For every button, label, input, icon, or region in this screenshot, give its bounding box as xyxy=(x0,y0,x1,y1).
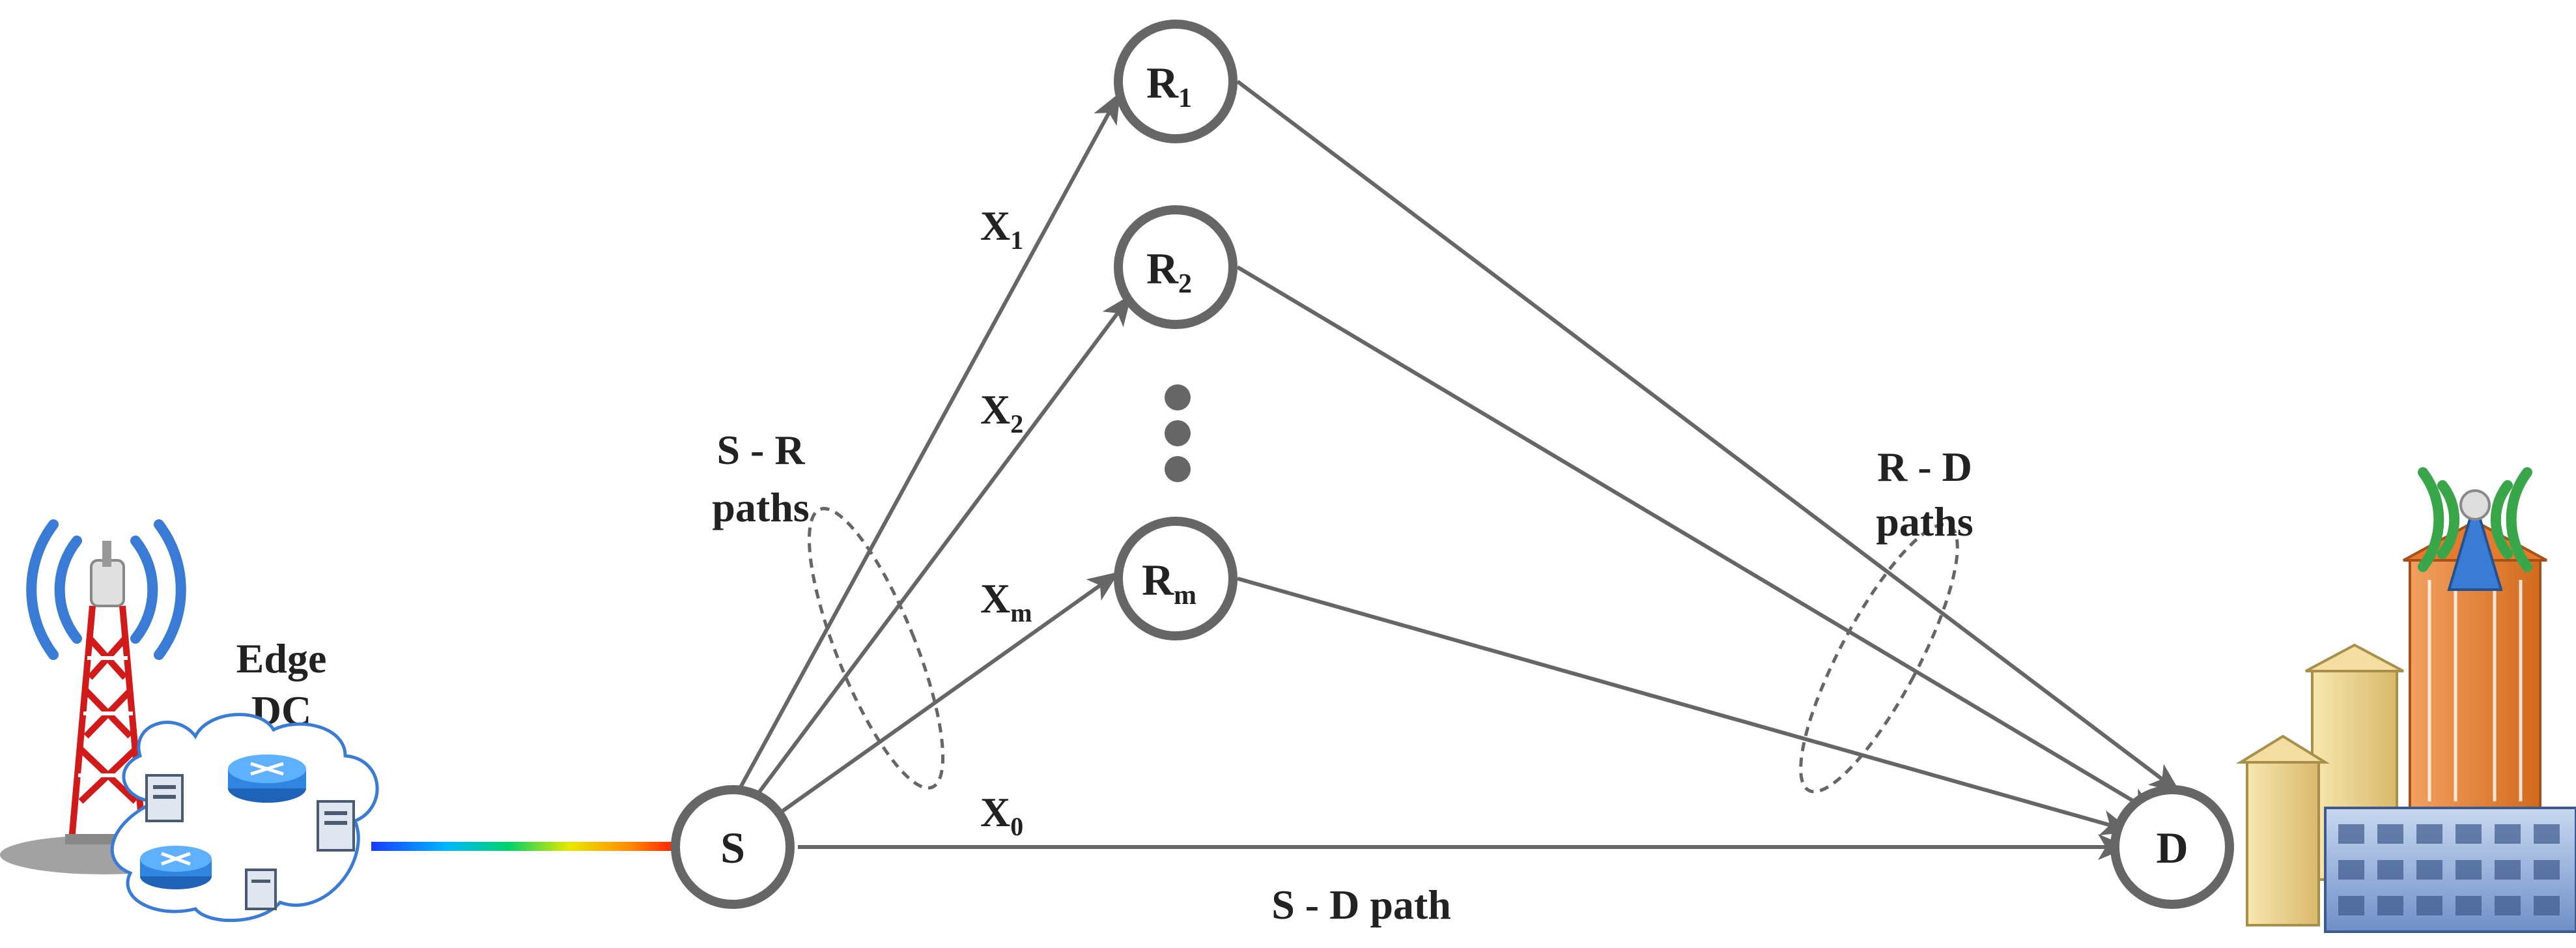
radio-waves xyxy=(26,519,186,660)
node-rm-label: Rm xyxy=(1142,555,1196,610)
ellipsis-dot xyxy=(1165,456,1191,482)
sr-paths-ellipse xyxy=(807,507,945,790)
node-r1-label: R1 xyxy=(1146,58,1192,113)
node-rm-circle xyxy=(1114,517,1238,640)
edges xyxy=(726,79,2181,860)
node-r1-circle xyxy=(1114,20,1238,143)
edge-s-rm xyxy=(767,571,1120,823)
node-s-label: S xyxy=(720,823,745,872)
relay-ellipsis-dots xyxy=(1165,384,1191,482)
edge-rm-d xyxy=(1237,577,2132,836)
cloud-network-icon xyxy=(110,713,379,923)
sr-paths-label-line2: paths xyxy=(712,484,809,530)
node-rm: Rm xyxy=(1114,517,1238,640)
rd-paths-label: R - D xyxy=(1877,444,1972,490)
node-s: S xyxy=(671,785,795,909)
node-r2-label: R2 xyxy=(1146,244,1192,299)
antenna-icon xyxy=(2418,467,2532,591)
edge-r1-d xyxy=(1236,79,2181,794)
sd-path-label: S - D path xyxy=(1271,882,1451,928)
sr-paths-label: S - R xyxy=(716,427,805,473)
rd-paths-ellipse xyxy=(1799,523,1959,794)
node-r2: R2 xyxy=(1114,205,1238,329)
node-r2-circle xyxy=(1114,205,1238,329)
edge-label-x1: X1 xyxy=(980,203,1023,255)
edge-label-xm: Xm xyxy=(980,575,1032,627)
ellipsis-dot xyxy=(1165,384,1191,410)
node-r1: R1 xyxy=(1114,20,1238,143)
edge-label-x2: X2 xyxy=(980,386,1023,438)
node-d-label: D xyxy=(2156,823,2188,872)
edge-s-r2 xyxy=(741,294,1132,816)
node-d-circle xyxy=(2110,785,2234,909)
node-s-circle xyxy=(671,785,795,909)
edge-dc-label: Edge xyxy=(236,635,327,682)
edge-label-x0: X0 xyxy=(980,789,1023,841)
edge-s-r1 xyxy=(726,92,1121,811)
fiber-link xyxy=(371,842,676,851)
city-buildings-icon xyxy=(2235,519,2576,933)
edge-r2-d xyxy=(1236,265,2158,816)
node-d: D xyxy=(2110,785,2234,909)
rd-paths-label-line2: paths xyxy=(1876,498,1973,545)
ellipsis-dot xyxy=(1165,420,1191,446)
